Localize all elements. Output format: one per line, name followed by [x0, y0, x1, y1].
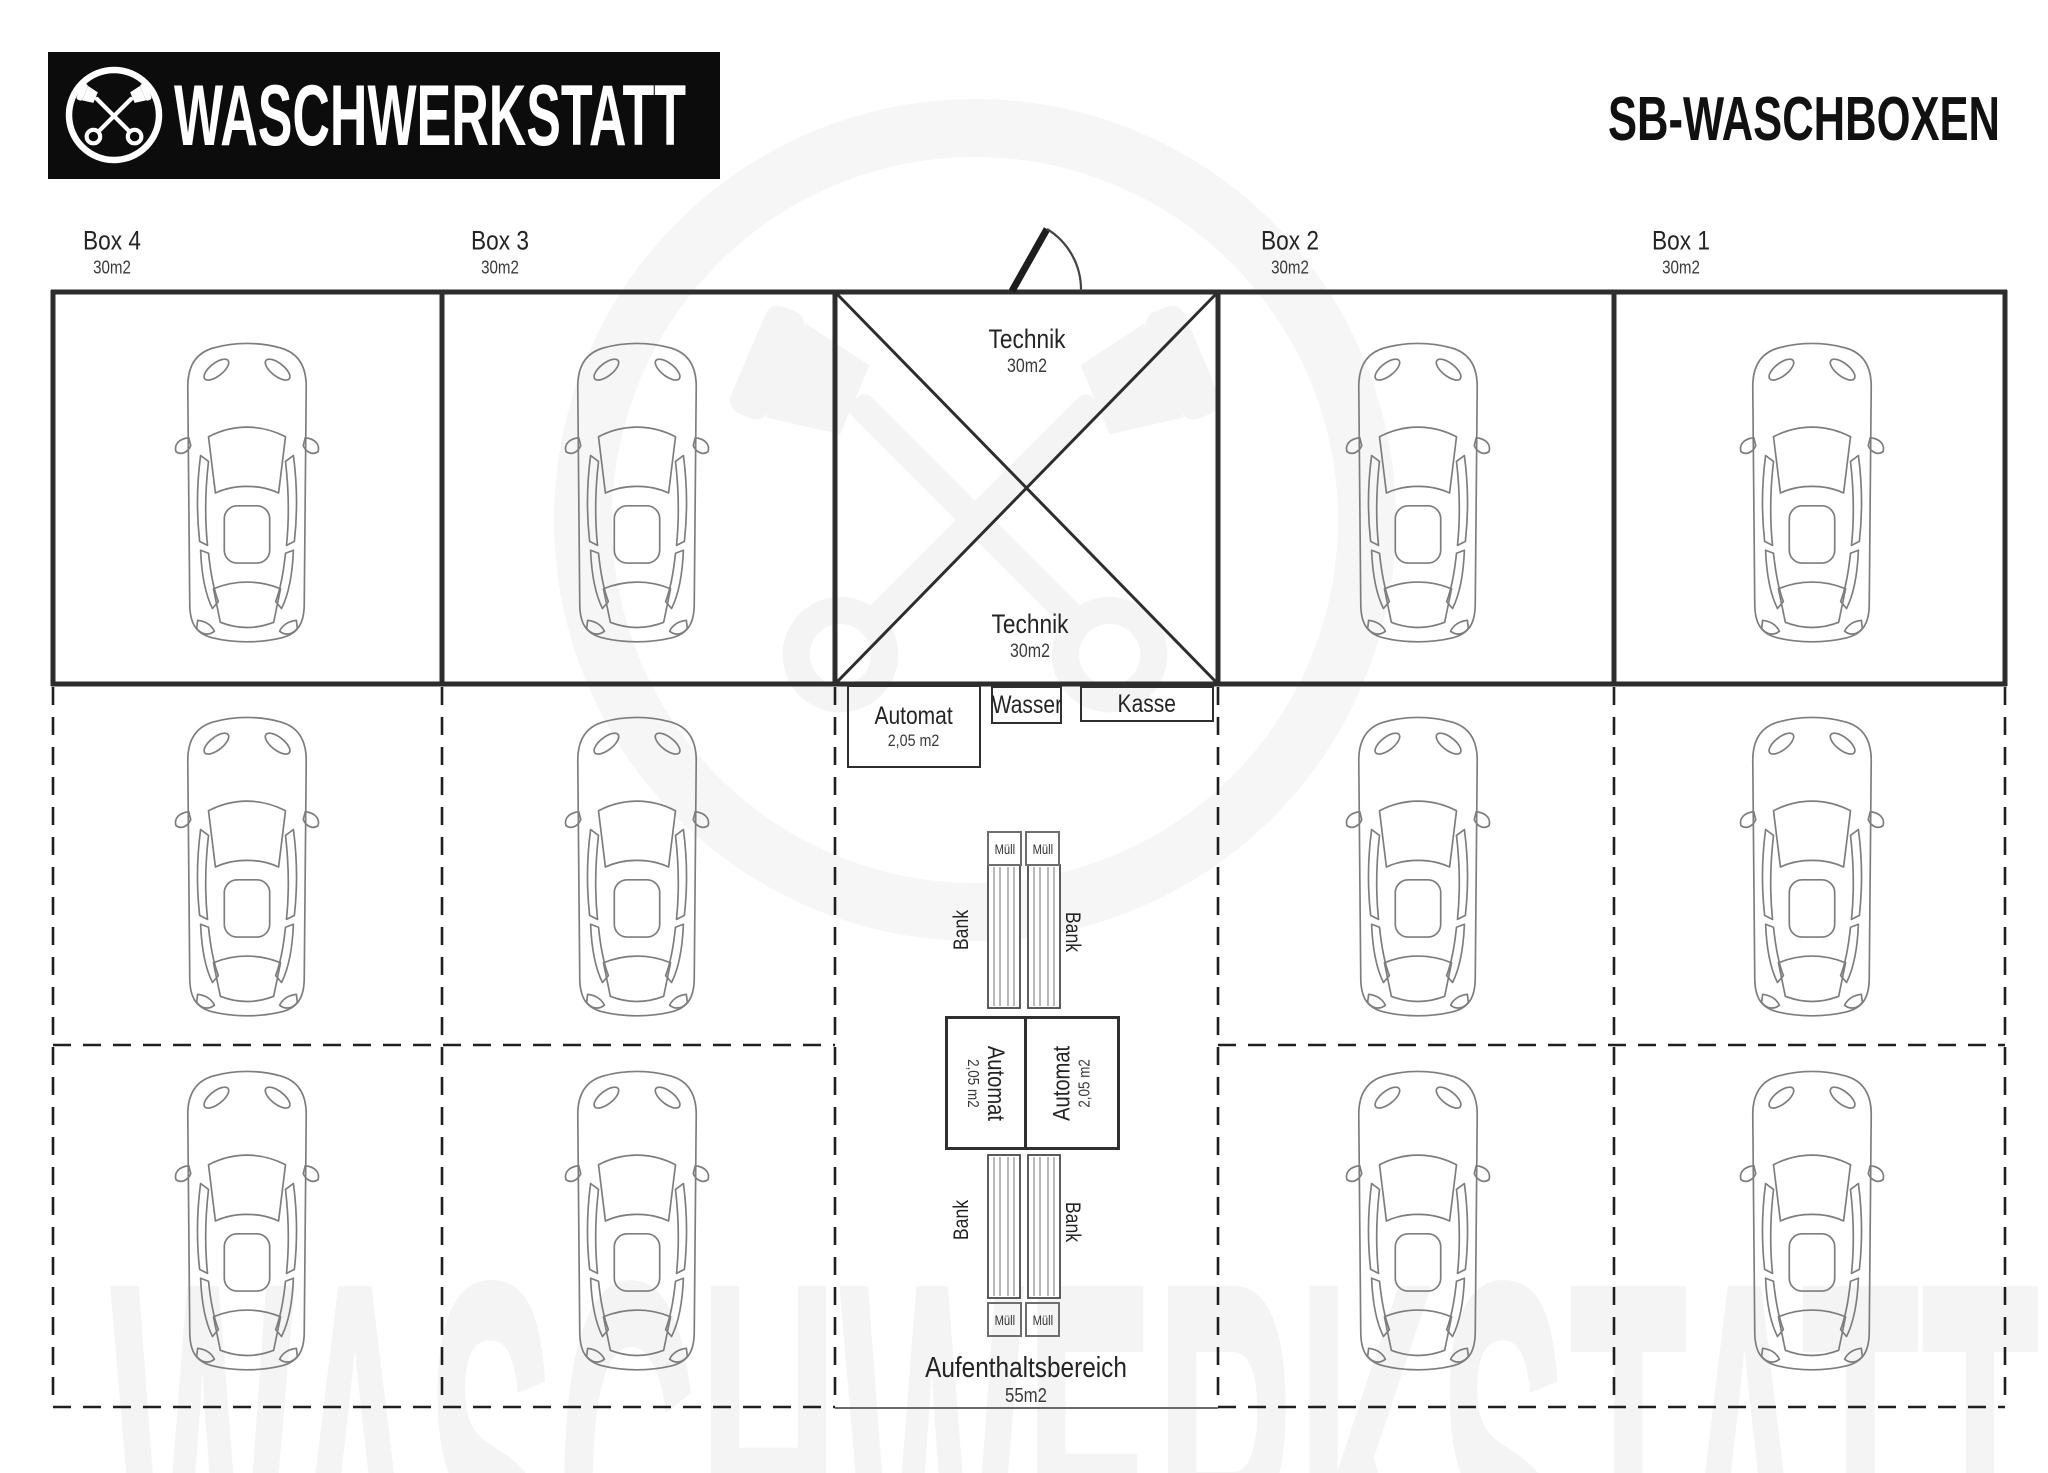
watermark-text: WASCHWERKSTATT — [110, 1159, 2040, 1473]
car-top-view — [564, 716, 710, 1017]
muell-bin: Müll — [987, 1302, 1022, 1337]
box-1-area: 30m2 — [1662, 257, 1700, 278]
car-top-view — [564, 1070, 710, 1371]
bank-label: Bank — [1061, 911, 1084, 953]
car-top-view — [1739, 1070, 1885, 1371]
box-2-area: 30m2 — [1271, 257, 1309, 278]
car-top-view — [1739, 342, 1885, 643]
automat-area: 2,05 m2 — [1076, 1058, 1094, 1108]
technik-area: 30m2 — [1007, 355, 1047, 377]
kasse-label: Kasse — [1117, 689, 1177, 718]
technik-area: 30m2 — [1010, 640, 1050, 662]
automat-label: Automat — [874, 702, 954, 731]
automat-area: 2,05 m2 — [964, 1058, 982, 1108]
box-2-label: Box 2 30m2 — [1261, 225, 1319, 278]
car-top-view — [174, 342, 320, 643]
box-3-name: Box 3 — [471, 225, 529, 256]
box-4-name: Box 4 — [83, 225, 141, 256]
wasser-label: Wasser — [991, 690, 1062, 719]
technik-cross — [835, 292, 1218, 684]
automat-label: Automat — [982, 1045, 1010, 1121]
lounge-area: 55m2 — [1004, 1385, 1048, 1408]
walls — [50, 289, 2008, 687]
automat-island-left: Automat 2,05 m2 — [945, 1016, 1027, 1150]
technik-door — [1008, 227, 1083, 293]
benches — [987, 864, 1061, 1299]
brand-banner: WASCHWERKSTATT — [48, 52, 720, 179]
parking-dividers — [51, 687, 2007, 1409]
box-4-area: 30m2 — [93, 257, 131, 278]
automat-wall-box: Automat 2,05 m2 — [847, 685, 981, 768]
lounge-name: Aufenthaltsbereich — [925, 1352, 1127, 1385]
page-title: SB-WASCHBOXEN — [1608, 88, 2000, 154]
technik-label-bottom: Technik 30m2 — [992, 609, 1069, 663]
technik-name: Technik — [988, 323, 1066, 354]
bank-label: Bank — [1061, 1201, 1084, 1243]
box-1-name: Box 1 — [1652, 225, 1710, 256]
muell-bin: Müll — [1025, 1302, 1060, 1337]
box-2-name: Box 2 — [1261, 225, 1319, 256]
car-top-view — [1739, 716, 1885, 1017]
brand-logo-icon — [65, 66, 163, 164]
muell-bin: Müll — [987, 831, 1022, 866]
technik-label-top: Technik 30m2 — [989, 324, 1066, 378]
car-top-view — [174, 1070, 320, 1371]
car-top-view — [174, 716, 320, 1017]
automat-island-right: Automat 2,05 m2 — [1024, 1016, 1120, 1150]
box-1-label: Box 1 30m2 — [1652, 225, 1710, 278]
car-top-view — [1345, 1070, 1491, 1371]
brand-name: WASCHWERKSTATT — [174, 68, 686, 164]
wasser-box: Wasser — [991, 686, 1062, 724]
lounge-label: Aufenthaltsbereich 55m2 — [925, 1351, 1127, 1409]
page-title-svg: SB-WASCHBOXEN — [1608, 88, 2000, 154]
box-3-label: Box 3 30m2 — [471, 225, 529, 278]
box-4-label: Box 4 30m2 — [83, 225, 141, 278]
technik-name: Technik — [991, 608, 1069, 639]
box-3-area: 30m2 — [481, 257, 519, 278]
watermark-ring-icon — [554, 99, 1396, 941]
automat-label: Automat — [1048, 1045, 1076, 1121]
car-top-view — [564, 342, 710, 643]
kasse-box: Kasse — [1080, 686, 1214, 722]
automat-area: 2,05 m2 — [888, 731, 940, 751]
brand-logo: WASCHWERKSTATT — [65, 66, 686, 164]
bank-label: Bank — [950, 1199, 973, 1241]
car-top-view — [1345, 716, 1491, 1017]
bank-label: Bank — [950, 909, 973, 951]
muell-bin: Müll — [1025, 831, 1060, 866]
car-top-view — [1345, 342, 1491, 643]
